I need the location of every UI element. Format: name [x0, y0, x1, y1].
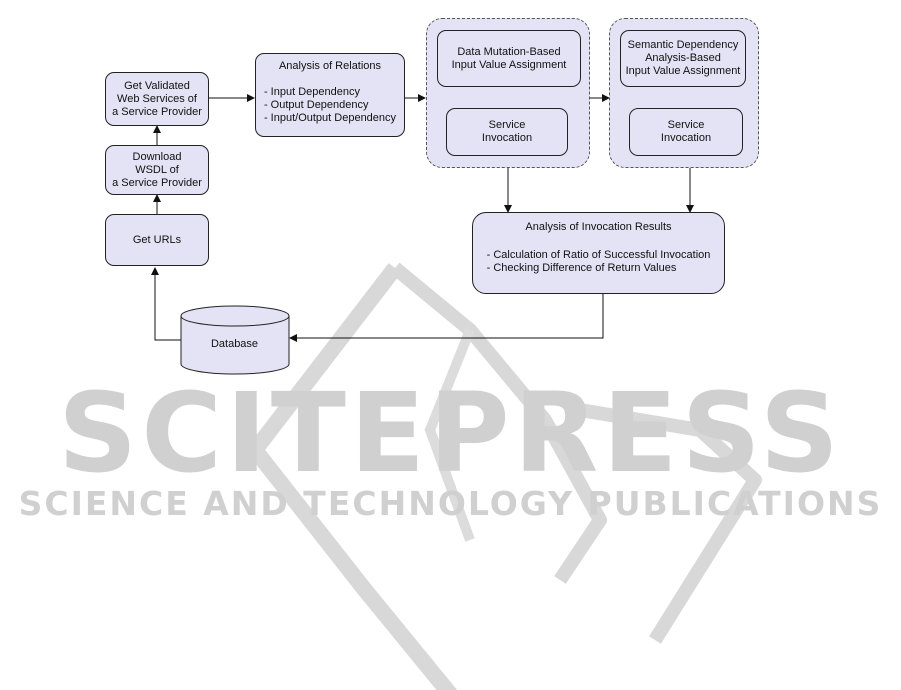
service-invocation-2-node: Service Invocation	[629, 108, 743, 156]
service-invocation-line: Service	[667, 119, 705, 131]
download-wsdl-line: a Service Provider	[112, 176, 202, 189]
semantic-dependency-node: Semantic Dependency Analysis-Based Input…	[620, 30, 746, 87]
relations-item: - Input Dependency	[263, 86, 360, 98]
results-item: - Checking Difference of Return Values	[486, 262, 677, 274]
analysis-results-title: Analysis of Invocation Results	[525, 221, 672, 233]
watermark-title: SCITEPRESS	[57, 369, 844, 497]
get-validated-line: Get Validated	[124, 79, 190, 92]
download-wsdl-line: Download	[132, 150, 182, 163]
analysis-of-relations-title: Analysis of Relations	[278, 60, 382, 72]
get-validated-line: a Service Provider	[112, 105, 202, 118]
relations-item: - Input/Output Dependency	[263, 112, 397, 124]
watermark-subtitle: SCIENCE AND TECHNOLOGY PUBLICATIONS	[18, 484, 883, 523]
data-mutation-node: Data Mutation-Based Input Value Assignme…	[437, 30, 581, 87]
database-icon	[180, 305, 290, 375]
semantic-dependency-line: Analysis-Based	[645, 52, 721, 64]
data-mutation-line: Data Mutation-Based	[457, 45, 561, 58]
service-invocation-line: Invocation	[660, 132, 712, 144]
semantic-dependency-line: Input Value Assignment	[625, 65, 741, 77]
service-invocation-line: Service	[488, 119, 526, 131]
relations-item: - Output Dependency	[263, 99, 369, 111]
results-list: - Calculation of Ratio of Successful Inv…	[487, 249, 711, 275]
data-mutation-line: Input Value Assignment	[451, 58, 567, 71]
download-wsdl-line: WSDL of	[135, 163, 179, 176]
arrow-results-to-database	[289, 294, 604, 342]
get-validated-node: Get Validated Web Services of a Service …	[105, 72, 209, 126]
relations-list: - Input Dependency - Output Dependency -…	[264, 86, 396, 125]
get-urls-node: Get URLs	[105, 214, 209, 266]
service-invocation-line: Invocation	[481, 132, 533, 144]
semantic-dependency-line: Semantic Dependency	[627, 39, 739, 51]
download-wsdl-node: Download WSDL of a Service Provider	[105, 145, 209, 195]
get-urls-label: Get URLs	[132, 233, 182, 246]
arrow-database-to-urls	[151, 267, 181, 341]
get-validated-line: Web Services of	[117, 92, 197, 105]
results-item: - Calculation of Ratio of Successful Inv…	[486, 249, 711, 261]
database-label: Database	[210, 338, 259, 350]
analysis-of-relations-node: Analysis of Relations - Input Dependency…	[255, 53, 405, 137]
service-invocation-1-node: Service Invocation	[446, 108, 568, 156]
analysis-of-invocation-results-node: Analysis of Invocation Results - Calcula…	[472, 212, 725, 294]
